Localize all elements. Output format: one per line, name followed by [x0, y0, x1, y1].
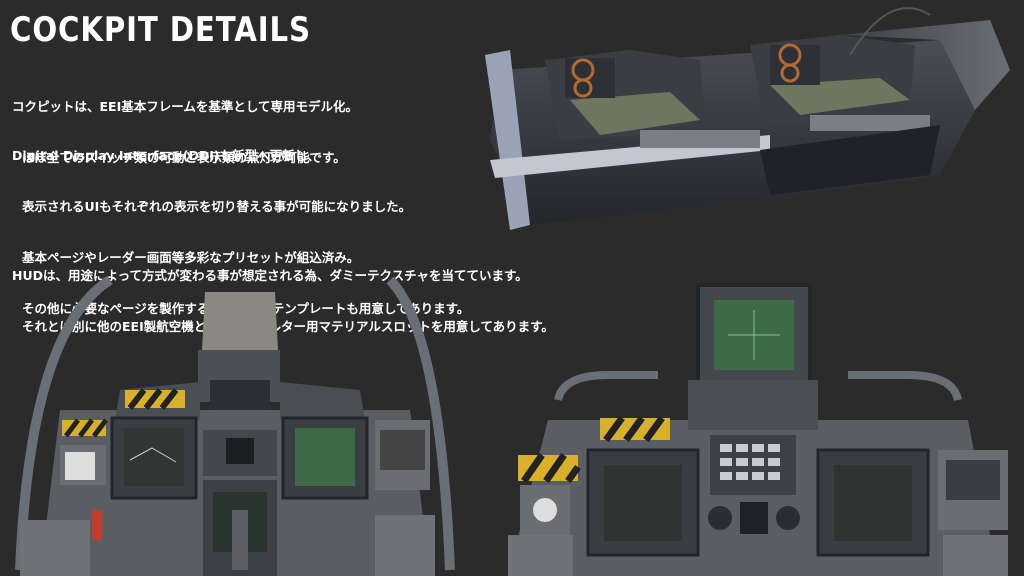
page-title: COCKPIT DETAILS — [10, 10, 311, 50]
cockpit-hud-panel-render — [488, 270, 1024, 576]
text-line: Digital Display Interface(DDI)も新型へ更新し、 — [12, 148, 320, 163]
text-line: 表示されるUIもそれぞれの表示を切り替える事が可能になりました。 — [22, 199, 412, 214]
text-line: HUDは、用途によって方式が変わる事が想定される為、ダミーテクスチャを当てていま… — [12, 268, 528, 283]
hud-panel-illustration — [508, 283, 1008, 576]
intro-paragraph: コクピットは、EEI基本フレームを基準として専用モデル化。 ほぼ全てのスイッチ類… — [12, 64, 358, 183]
text-line: 基本ページやレーダー画面等多彩なプリセットが組込済み。 — [22, 250, 360, 265]
front-panel-illustration — [15, 275, 455, 576]
cockpit-tub-illustration — [485, 7, 1010, 230]
cockpit-canopy-render — [470, 0, 1024, 235]
text-line: コクピットは、EEI基本フレームを基準として専用モデル化。 — [12, 99, 358, 114]
text-line: ほぼ全てのスイッチ類の可動と表示類の点灯が可能です。 — [22, 150, 346, 165]
cockpit-front-panel-render — [0, 270, 470, 576]
